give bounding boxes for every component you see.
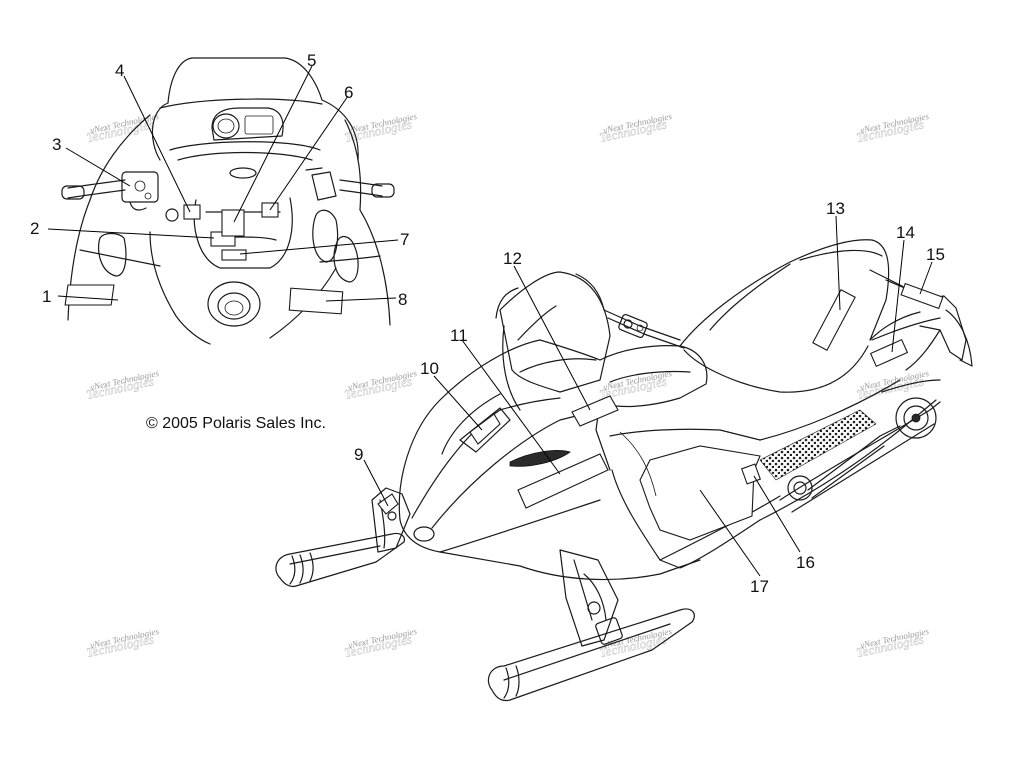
callout-8: 8 [398, 290, 407, 309]
decal-15 [900, 282, 944, 310]
watermark: Technologies vNext Technologies [855, 368, 930, 403]
decal-17 [639, 445, 761, 541]
callout-2: 2 [30, 219, 39, 238]
callout-12: 12 [503, 249, 522, 268]
dash-view-illustration [61, 57, 395, 345]
callout-13: 13 [826, 199, 845, 218]
watermark: Technologies vNext Technologies [343, 368, 418, 403]
watermark: Technologies vNext Technologies [855, 111, 930, 146]
callout-16: 16 [796, 553, 815, 572]
decal-13 [812, 289, 856, 351]
callout-11: 11 [450, 326, 468, 345]
decal-4 [183, 204, 201, 220]
decal-10 [469, 413, 501, 445]
copyright-notice: © 2005 Polaris Sales Inc. [146, 415, 326, 432]
callout-17: 17 [750, 577, 769, 596]
callout-7: 7 [400, 230, 409, 249]
callout-9: 9 [354, 445, 363, 464]
watermark: Technologies vNext Technologies [85, 626, 160, 661]
running-board-traction [759, 409, 877, 481]
leader-lines [47, 65, 933, 577]
callout-3: 3 [52, 135, 61, 154]
watermark: Technologies vNext Technologies [85, 368, 160, 403]
callout-4: 4 [115, 61, 124, 80]
decal-11 [517, 453, 609, 509]
callout-14: 14 [896, 223, 915, 242]
decal-8 [288, 287, 344, 315]
watermark: Technologies vNext Technologies [343, 111, 418, 146]
callout-6: 6 [344, 83, 353, 102]
decal-7 [221, 249, 247, 261]
callout-numbers: 1 2 3 4 5 6 7 8 9 10 11 12 13 14 15 16 1… [30, 51, 945, 596]
watermark: Technologies vNext Technologies [598, 111, 673, 146]
decal-14 [869, 338, 909, 368]
watermark: Technologies vNext Technologies [343, 626, 418, 661]
decal-9 [377, 493, 399, 515]
callout-1: 1 [42, 287, 51, 306]
callout-15: 15 [926, 245, 945, 264]
callout-10: 10 [420, 359, 439, 378]
decal-1 [64, 284, 115, 306]
watermark: Technologies vNext Technologies [85, 111, 160, 146]
decal-5 [221, 209, 245, 237]
callout-5: 5 [307, 51, 316, 70]
decal-12 [571, 395, 619, 427]
watermark: Technologies vNext Technologies [855, 626, 930, 661]
snowmobile-illustration [275, 239, 973, 702]
